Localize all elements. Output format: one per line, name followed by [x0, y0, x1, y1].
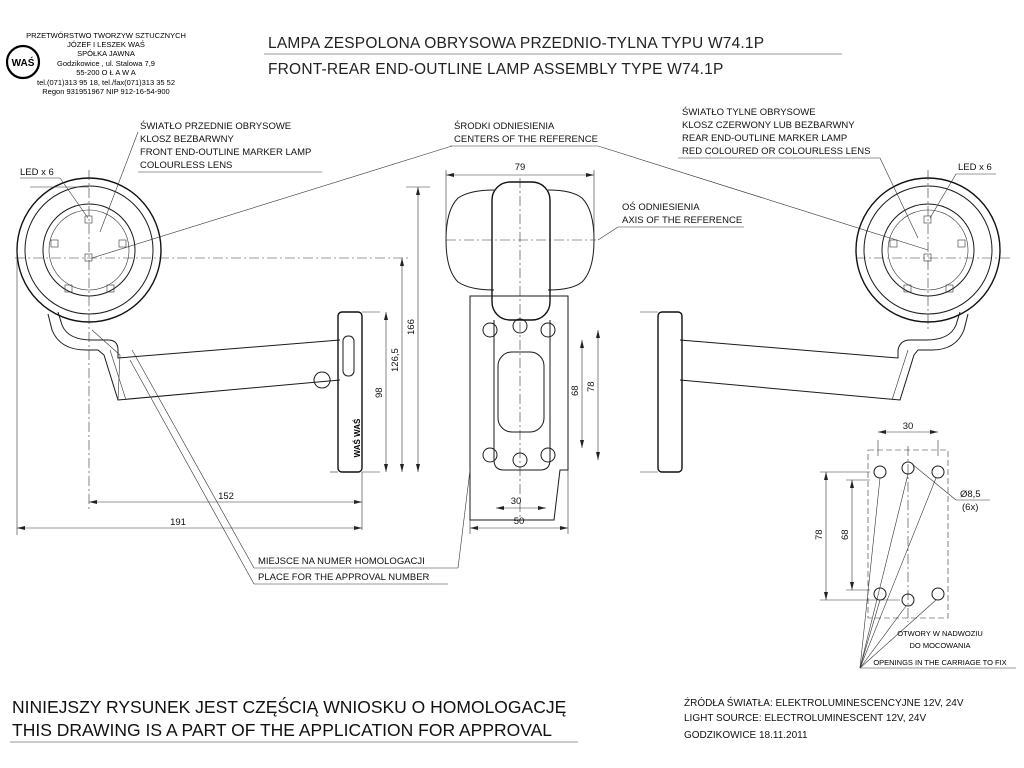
svg-text:AXIS OF THE REFERENCE: AXIS OF THE REFERENCE [622, 215, 742, 226]
company-regon: Regon 931951967 NIP 912-16-54-900 [42, 87, 169, 96]
dim-98: 98 [374, 387, 385, 398]
callout-centers: ŚRODKI ODNIESIENIA CENTERS OF THE REFERE… [91, 120, 929, 259]
company-name: PRZETWÓRSTWO TWORZYW SZTUCZNYCH [26, 31, 186, 40]
svg-text:RED COLOURED OR COLOURLESS LEN: RED COLOURED OR COLOURLESS LENS [682, 146, 870, 157]
callout-rear-lamp: ŚWIATŁO TYLNE OBRYSOWE KLOSZ CZERWONY LU… [678, 106, 919, 239]
led-label-front: LED x 6 [20, 167, 54, 178]
company-city: 55-200 O Ł A W A [76, 68, 136, 77]
company-street: Godzikowice , ul. Stalowa 7,9 [57, 59, 155, 68]
svg-text:PLACE FOR THE APPROVAL NUMBER: PLACE FOR THE APPROVAL NUMBER [258, 572, 430, 583]
led-cluster-front [50, 215, 127, 293]
footer-line-pl: NINIEJSZY RYSUNEK JEST CZĘŚCIĄ WNIOSKU O… [12, 696, 566, 717]
svg-text:KLOSZ BEZBARWNY: KLOSZ BEZBARWNY [140, 134, 234, 145]
dim-30: 30 [511, 496, 522, 507]
callout-front-lamp: ŚWIATŁO PRZEDNIE OBRYSOWE KLOSZ BEZBARWN… [99, 120, 322, 233]
svg-text:MIEJSCE NA NUMER HOMOLOGACJI: MIEJSCE NA NUMER HOMOLOGACJI [258, 556, 425, 567]
footer: NINIEJSZY RYSUNEK JEST CZĘŚCIĄ WNIOSKU O… [10, 696, 964, 743]
svg-text:KLOSZ CZERWONY LUB BEZBARWNY: KLOSZ CZERWONY LUB BEZBARWNY [682, 120, 855, 131]
dim-126-5: 126,5 [390, 348, 401, 372]
title-block: LAMPA ZESPOLONA OBRYSOWA PRZEDNIO-TYLNA … [264, 35, 842, 78]
svg-text:ŚWIATŁO PRZEDNIE OBRYSOWE: ŚWIATŁO PRZEDNIE OBRYSOWE [140, 120, 291, 132]
title-en: FRONT-REAR END-OUTLINE LAMP ASSEMBLY TYP… [268, 61, 724, 78]
mounting-holes-side [482, 318, 556, 468]
company-owners: JÓZEF I LESZEK WAŚ [67, 40, 145, 49]
svg-text:ŚWIATŁO TYLNE OBRYSOWE: ŚWIATŁO TYLNE OBRYSOWE [682, 106, 816, 118]
footer-line-en: THIS DRAWING IS A PART OF THE APPLICATIO… [12, 720, 552, 740]
callout-axis: OŚ ODNIESIENIA AXIS OF THE REFERENCE [597, 201, 744, 241]
dim-152: 152 [218, 491, 234, 502]
dim-50: 50 [514, 516, 525, 527]
title-pl: LAMPA ZESPOLONA OBRYSOWA PRZEDNIO-TYLNA … [268, 35, 764, 52]
svg-text:REAR END-OUTLINE MARKER LAMP: REAR END-OUTLINE MARKER LAMP [682, 133, 847, 144]
company-logo: WAŚ [5, 44, 41, 80]
logo-text: WAŚ [12, 56, 35, 69]
svg-text:OPENINGS IN THE CARRIAGE TO FI: OPENINGS IN THE CARRIAGE TO FIX [873, 658, 1006, 667]
front-view: WAŚ WAŚ 166 126,5 98 152 191 LED x 6 [15, 167, 430, 535]
company-form: SPÓŁKA JAWNA [77, 49, 135, 58]
callout-approval: MIEJSCE NA NUMER HOMOLOGACJI PLACE FOR T… [129, 349, 471, 585]
place-date: GODZIKOWICE 18.11.2011 [684, 730, 808, 741]
dim-68-detail: 68 [840, 529, 851, 540]
light-source-en: LIGHT SOURCE: ELECTROLUMINESCENT 12V, 24… [684, 713, 926, 724]
svg-text:DO MOCOWANIA: DO MOCOWANIA [910, 641, 971, 650]
hole-count-label: (6x) [962, 502, 978, 513]
dim-30-detail: 30 [903, 421, 914, 432]
svg-text:CENTERS OF THE REFERENCE: CENTERS OF THE REFERENCE [454, 134, 598, 145]
callout-openings: OTWORY W NADWOZIU DO MOCOWANIA OPENINGS … [873, 629, 1006, 667]
light-source-pl: ŹRÓDŁA ŚWIATŁA: ELEKTROLUMINESCENCYJNE 1… [684, 696, 964, 709]
dim-78-detail: 78 [814, 529, 825, 540]
dim-191: 191 [170, 517, 186, 528]
company-phone: tel.(071)313 95 18, tel./fax(071)313 35 … [37, 78, 175, 87]
hole-pattern-detail: 30 78 68 Ø8,5 (6x) [814, 421, 1016, 669]
svg-text:COLOURLESS LENS: COLOURLESS LENS [140, 160, 232, 171]
brand-mark-front: WAŚ WAŚ [353, 418, 362, 457]
rear-view: LED x 6 [640, 162, 1010, 473]
dim-68: 68 [570, 385, 581, 396]
svg-text:OTWORY W NADWOZIU: OTWORY W NADWOZIU [897, 629, 983, 638]
dim-166: 166 [406, 319, 417, 335]
led-cluster-rear [889, 215, 966, 293]
dim-79: 79 [515, 162, 526, 173]
side-view: 79 68 78 30 50 [445, 162, 600, 534]
company-block: WAŚ PRZETWÓRSTWO TWORZYW SZTUCZNYCH JÓZE… [5, 31, 186, 96]
svg-text:ŚRODKI ODNIESIENIA: ŚRODKI ODNIESIENIA [454, 120, 555, 132]
svg-text:FRONT END-OUTLINE MARKER LAMP: FRONT END-OUTLINE MARKER LAMP [140, 147, 311, 158]
svg-text:OŚ ODNIESIENIA: OŚ ODNIESIENIA [622, 201, 700, 213]
dim-78: 78 [586, 381, 597, 392]
led-label-rear: LED x 6 [958, 162, 992, 173]
hole-diameter-label: Ø8,5 [960, 489, 981, 500]
